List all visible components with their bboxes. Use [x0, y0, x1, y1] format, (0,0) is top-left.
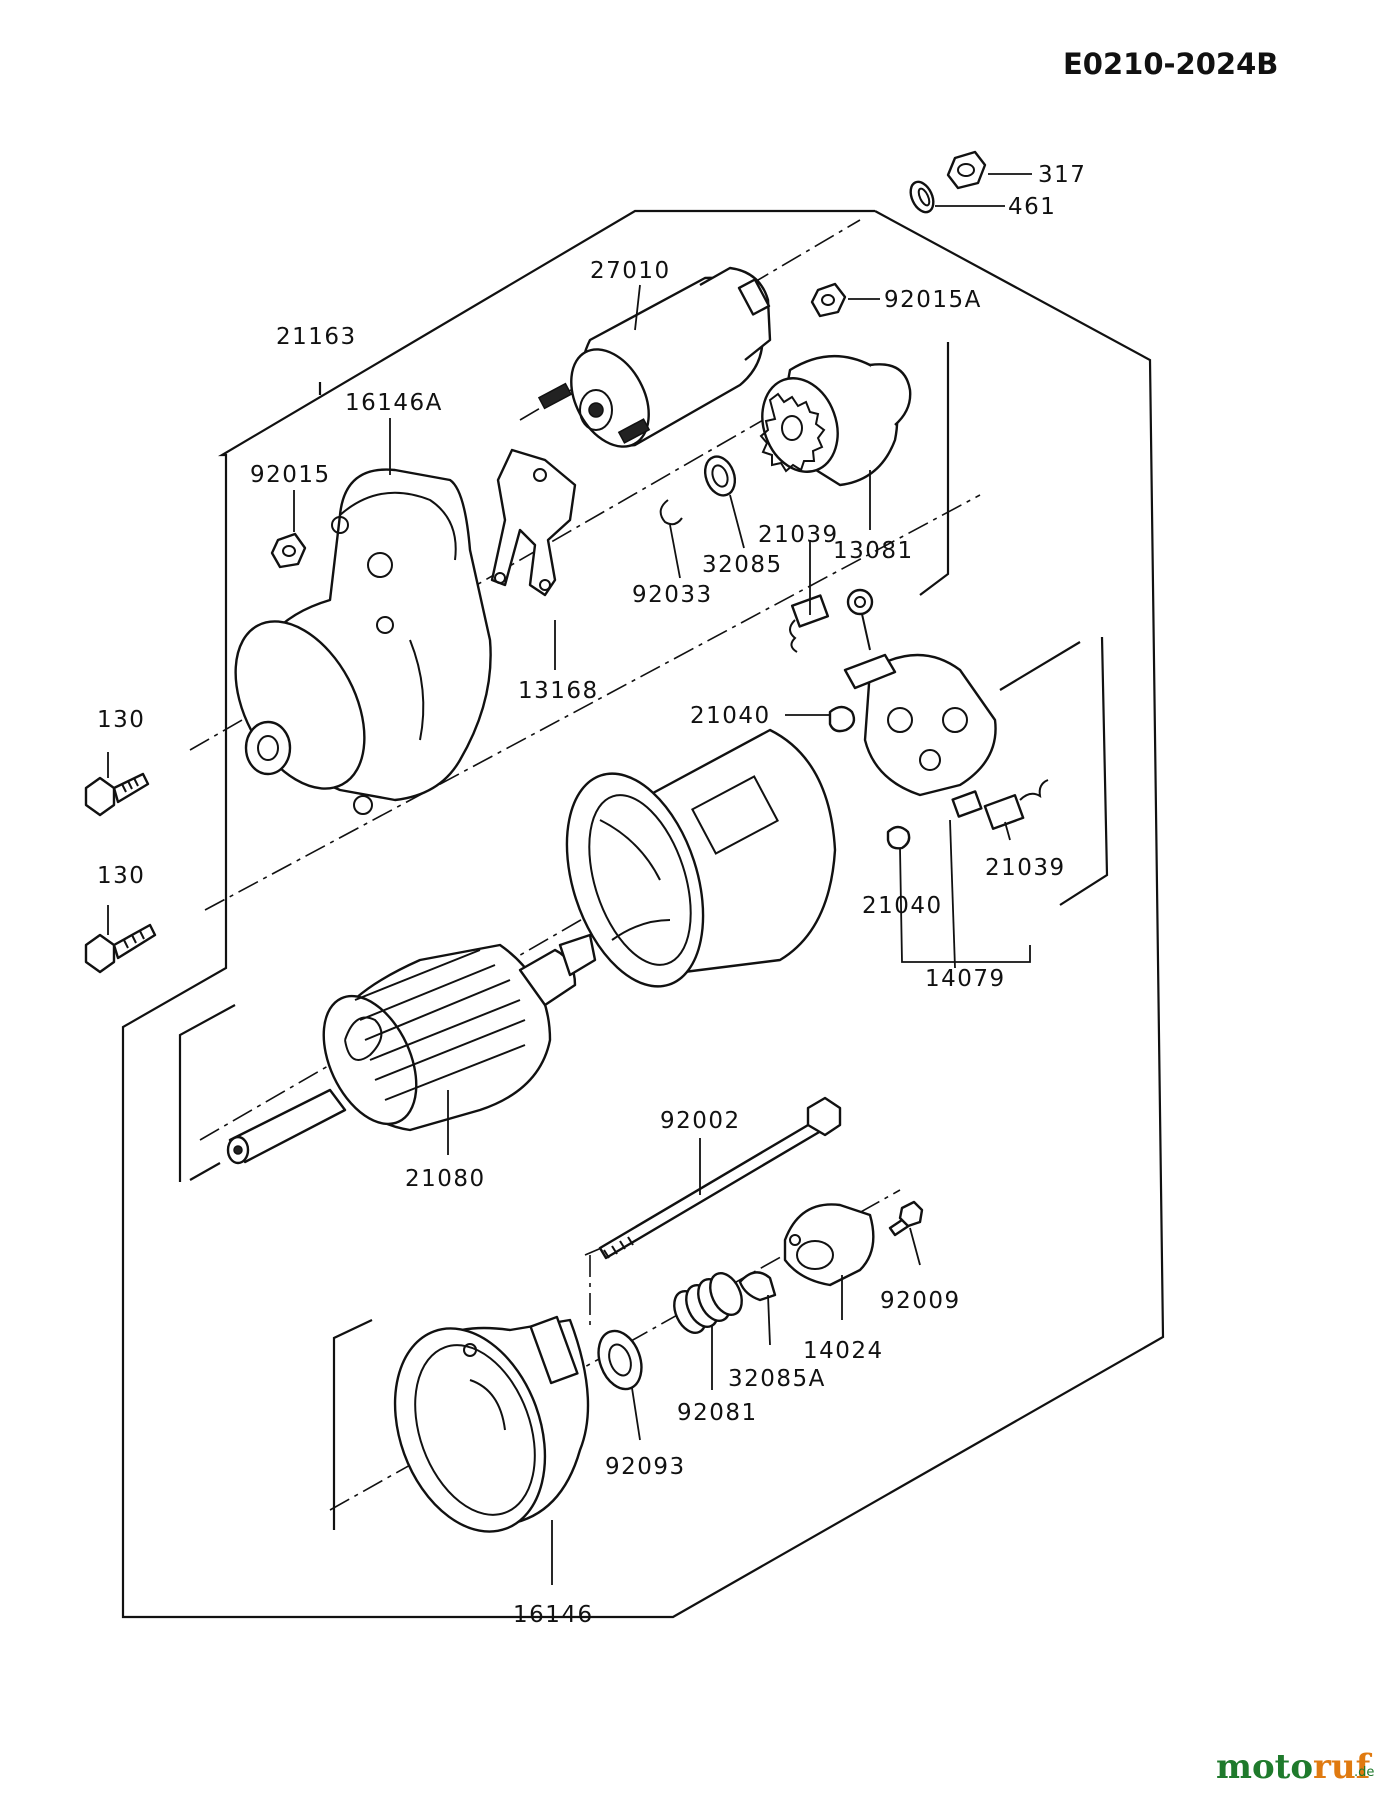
nut-92015A: [810, 282, 847, 318]
label-21039-top: 21039: [758, 522, 839, 548]
rear-bracket-16146: [393, 1315, 590, 1533]
through-bolt-92002: [598, 1096, 842, 1260]
label-21039-bottom: 21039: [985, 855, 1066, 881]
label-92015: 92015: [250, 462, 331, 488]
label-21080: 21080: [405, 1166, 486, 1192]
part-number-labels: E0210-2024B 317 461 27010 92015A 21163 1…: [97, 47, 1278, 1628]
yoke-field-frame: [565, 728, 837, 988]
label-92093: 92093: [605, 1454, 686, 1480]
label-92033: 92033: [632, 582, 713, 608]
watermark-logo: motoruf .de: [1216, 1747, 1374, 1787]
washer-461: [909, 180, 935, 214]
label-317: 317: [1038, 162, 1086, 188]
label-14024: 14024: [803, 1338, 884, 1364]
watermark-suffix: .de: [1354, 1765, 1374, 1780]
label-32085A: 32085A: [728, 1366, 826, 1392]
screw-92009: [888, 1200, 924, 1237]
label-32085: 32085: [702, 552, 783, 578]
brush-holder-14079: [843, 653, 997, 818]
nut-92015: [270, 532, 307, 569]
bolt-130-bottom: [84, 923, 157, 974]
front-housing-16146A: [234, 468, 492, 815]
spring-92081: [673, 1272, 743, 1334]
label-13168: 13168: [518, 678, 599, 704]
nut-317: [946, 150, 987, 190]
lever-13168: [490, 448, 577, 597]
brush-21039-bottom: [983, 779, 1049, 830]
label-27010: 27010: [590, 258, 671, 284]
watermark-text: motoruf: [1216, 1747, 1373, 1787]
collar-32085: [703, 455, 737, 497]
diagram-id: E0210-2024B: [1063, 47, 1278, 81]
label-21163: 21163: [276, 324, 357, 350]
label-92009: 92009: [880, 1288, 961, 1314]
spring-21040-top: [828, 705, 856, 733]
armature-21080: [226, 933, 597, 1165]
solenoid-27010: [537, 266, 772, 448]
leader-lines: [107, 173, 1032, 1585]
end-cap-14024: [783, 1203, 875, 1287]
label-130-bottom: 130: [97, 863, 145, 889]
assembly-frame: [121, 209, 1165, 1619]
washer-92093: [597, 1329, 643, 1391]
clip-92033: [659, 499, 683, 526]
label-21040-top: 21040: [690, 703, 771, 729]
spring-21040-bottom: [886, 825, 911, 850]
label-92015A: 92015A: [884, 287, 982, 313]
label-92002: 92002: [660, 1108, 741, 1134]
pinion-clutch-13081: [759, 355, 912, 487]
label-16146: 16146: [513, 1602, 594, 1628]
label-13081: 13081: [833, 538, 914, 564]
terminal-ring: [846, 588, 874, 651]
clip-32085A: [738, 1271, 777, 1302]
brush-21039-top: [789, 594, 830, 653]
bolt-130-top: [84, 772, 150, 817]
label-130-top: 130: [97, 707, 145, 733]
label-21040-bottom: 21040: [862, 893, 943, 919]
label-14079: 14079: [925, 966, 1006, 992]
label-16146A: 16146A: [345, 390, 443, 416]
label-461: 461: [1008, 194, 1056, 220]
label-92081: 92081: [677, 1400, 758, 1426]
